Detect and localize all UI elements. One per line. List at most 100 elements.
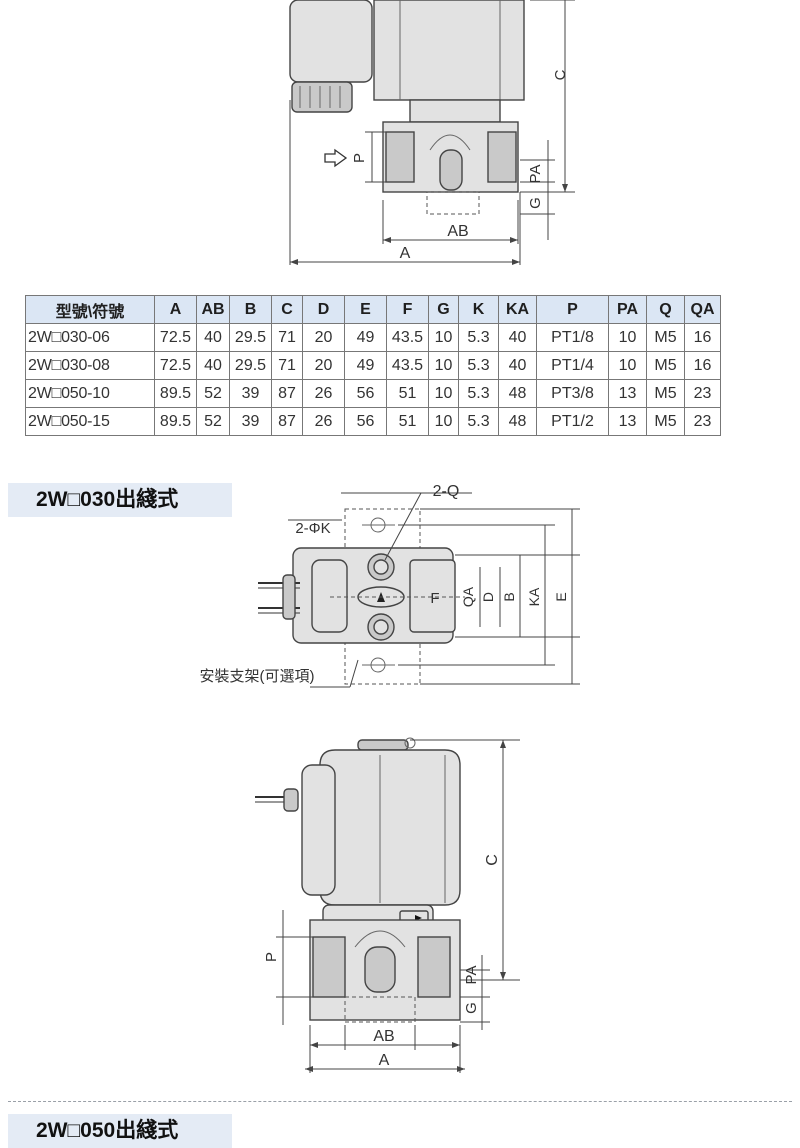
col-header: G bbox=[428, 295, 459, 324]
table-row: 2W□050-10 89.5 52 39 87 26 56 51 10 5.3 … bbox=[25, 379, 721, 408]
table-cell: 56 bbox=[344, 379, 387, 408]
table-cell: PT1/2 bbox=[536, 407, 609, 436]
table-cell: 87 bbox=[271, 407, 303, 436]
valve-front-view-top: C P PA G AB A bbox=[289, 0, 575, 265]
table-cell: M5 bbox=[646, 351, 685, 380]
table-cell: 10 bbox=[608, 351, 647, 380]
table-cell: 2W□050-15 bbox=[25, 407, 155, 436]
dim-label-e: E bbox=[553, 592, 569, 601]
col-header: F bbox=[386, 295, 429, 324]
dim-label-ka: KA bbox=[526, 587, 542, 606]
table-cell: PT3/8 bbox=[536, 379, 609, 408]
connector-cap bbox=[291, 81, 353, 113]
col-header: K bbox=[458, 295, 499, 324]
dim-label-pa: PA bbox=[527, 165, 544, 184]
table-cell: 51 bbox=[386, 379, 429, 408]
port-side-right bbox=[409, 559, 456, 633]
port-left bbox=[385, 131, 415, 183]
section-divider bbox=[8, 1101, 792, 1102]
table-cell: 48 bbox=[498, 379, 537, 408]
dim-label-qa: QA bbox=[460, 586, 476, 607]
table-cell: 2W□030-08 bbox=[25, 351, 155, 380]
dim-label-c-side: C bbox=[484, 854, 501, 866]
table-cell: 40 bbox=[196, 323, 230, 352]
table-cell: 48 bbox=[498, 407, 537, 436]
table-cell: M5 bbox=[646, 323, 685, 352]
section-title-050: 2W□050出綫式 bbox=[8, 1114, 232, 1148]
table-header-row: 型號\符號 A AB B C D E F G K KA P PA Q QA bbox=[25, 295, 721, 324]
table-cell: 89.5 bbox=[154, 379, 197, 408]
table-cell: 87 bbox=[271, 379, 303, 408]
table-cell: 20 bbox=[302, 323, 345, 352]
table-cell: 29.5 bbox=[229, 351, 272, 380]
table-cell: 56 bbox=[344, 407, 387, 436]
table-cell: 10 bbox=[428, 323, 459, 352]
col-header: Q bbox=[646, 295, 685, 324]
dim-label-p-side: P bbox=[263, 952, 280, 962]
col-header: D bbox=[302, 295, 345, 324]
coil-housing-side bbox=[319, 749, 461, 906]
table-cell: 13 bbox=[608, 379, 647, 408]
col-header: C bbox=[271, 295, 303, 324]
table-cell: M5 bbox=[646, 379, 685, 408]
dim-label-g-side: G bbox=[463, 1002, 480, 1014]
dim-label-ab: AB bbox=[447, 223, 468, 240]
table-cell: PT1/4 bbox=[536, 351, 609, 380]
table-cell: 2W□030-06 bbox=[25, 323, 155, 352]
table-cell: 52 bbox=[196, 407, 230, 436]
dim-label-p: P bbox=[351, 153, 368, 163]
table-row: 2W□030-06 72.5 40 29.5 71 20 49 43.5 10 … bbox=[25, 323, 721, 352]
table-cell: 52 bbox=[196, 379, 230, 408]
table-cell: 2W□050-10 bbox=[25, 379, 155, 408]
table-cell: 10 bbox=[428, 379, 459, 408]
table-cell: 49 bbox=[344, 351, 387, 380]
label-2-phi-k: 2-ΦK bbox=[295, 520, 330, 537]
table-cell: 40 bbox=[498, 351, 537, 380]
table-cell: 26 bbox=[302, 407, 345, 436]
table-cell: M5 bbox=[646, 407, 685, 436]
table-cell: 20 bbox=[302, 351, 345, 380]
table-cell: 39 bbox=[229, 407, 272, 436]
flow-arrow-icon bbox=[324, 148, 348, 168]
dim-label-c: C bbox=[552, 69, 569, 80]
table-cell: 51 bbox=[386, 407, 429, 436]
dim-label-a-side: A bbox=[379, 1052, 390, 1069]
col-header: P bbox=[536, 295, 609, 324]
valve-neck bbox=[409, 99, 501, 123]
dim-label-g: G bbox=[527, 197, 544, 209]
col-header: KA bbox=[498, 295, 537, 324]
col-header: B bbox=[229, 295, 272, 324]
table-cell: 26 bbox=[302, 379, 345, 408]
table-cell: 16 bbox=[684, 351, 721, 380]
table-cell: PT1/8 bbox=[536, 323, 609, 352]
dim-label-pa-side: PA bbox=[463, 966, 480, 985]
valve-side-view: C P PA G AB A bbox=[255, 737, 520, 1073]
col-header: 型號\符號 bbox=[25, 295, 155, 324]
section-title-030: 2W□030出綫式 bbox=[8, 483, 232, 517]
cable-gland bbox=[301, 764, 336, 896]
table-cell: 72.5 bbox=[154, 351, 197, 380]
table-cell: 23 bbox=[684, 407, 721, 436]
table-cell: 23 bbox=[684, 379, 721, 408]
table-cell: 43.5 bbox=[386, 323, 429, 352]
table-row: 2W□030-08 72.5 40 29.5 71 20 49 43.5 10 … bbox=[25, 351, 721, 380]
label-2-q: 2-Q bbox=[433, 483, 460, 500]
dimension-spec-table: 型號\符號 A AB B C D E F G K KA P PA Q QA 2W… bbox=[25, 295, 721, 436]
dim-label-f: F bbox=[430, 590, 439, 607]
table-cell: 16 bbox=[684, 323, 721, 352]
table-cell: 5.3 bbox=[458, 407, 499, 436]
label-mounting-bracket: 安裝支架(可選項) bbox=[200, 668, 315, 685]
table-cell: 29.5 bbox=[229, 323, 272, 352]
table-cell: 40 bbox=[498, 323, 537, 352]
table-cell: 5.3 bbox=[458, 351, 499, 380]
col-header: AB bbox=[196, 295, 230, 324]
table-cell: 43.5 bbox=[386, 351, 429, 380]
table-cell: 72.5 bbox=[154, 323, 197, 352]
bottom-port-hidden bbox=[426, 191, 480, 215]
dim-label-ab-side: AB bbox=[373, 1028, 394, 1045]
dim-label-b: B bbox=[501, 592, 517, 601]
table-cell: 10 bbox=[428, 407, 459, 436]
table-cell: 39 bbox=[229, 379, 272, 408]
dim-label-d: D bbox=[480, 592, 496, 602]
port-right bbox=[487, 131, 517, 183]
